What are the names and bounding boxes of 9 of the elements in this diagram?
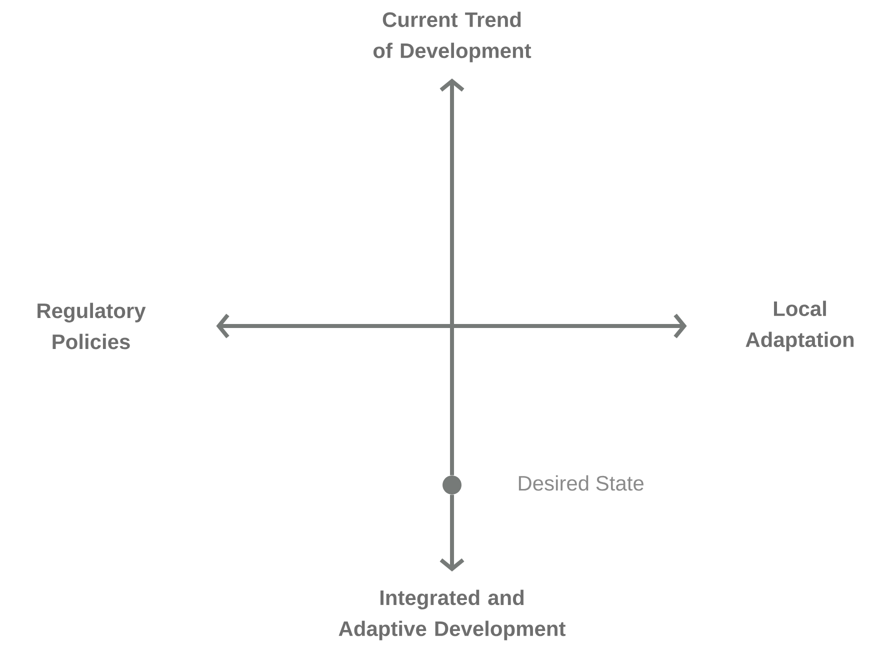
state-dot bbox=[442, 476, 462, 494]
double-arrow bbox=[216, 314, 687, 338]
arrow bbox=[440, 494, 464, 572]
axis-label: Regulatory Policies bbox=[38, 302, 146, 350]
arrow bbox=[440, 78, 464, 476]
axis-label: Local Adaptation bbox=[746, 300, 854, 352]
state-label: Desired State bbox=[518, 475, 644, 491]
axis-label: Current Trend of Development bbox=[373, 12, 532, 62]
axis-label: Integrated and Adaptive Development bbox=[338, 590, 566, 640]
